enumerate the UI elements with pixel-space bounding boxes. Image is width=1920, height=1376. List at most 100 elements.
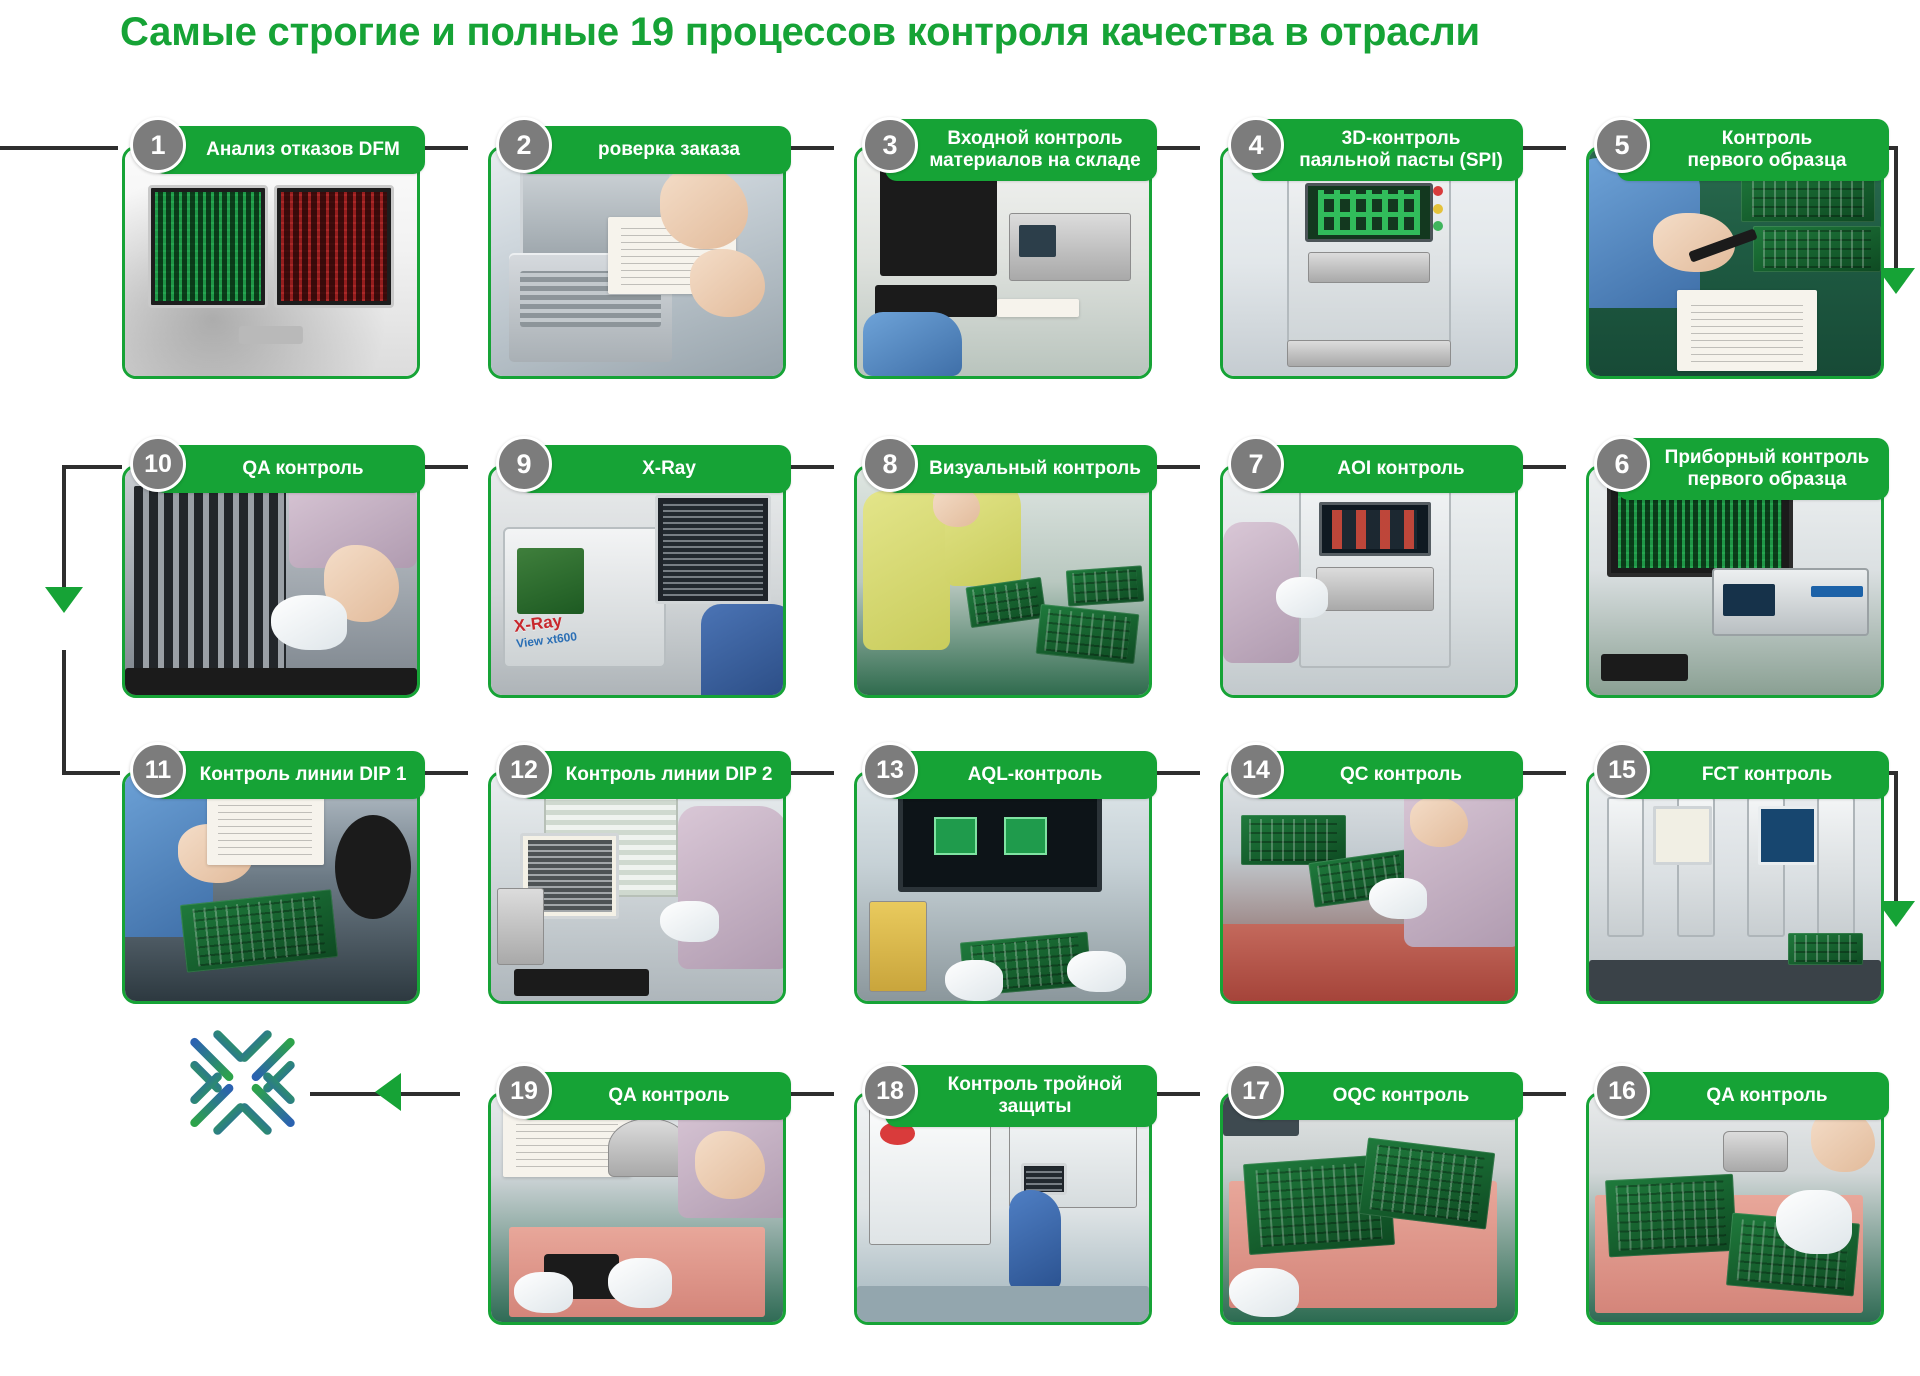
step-card-11[interactable]: 11 Контроль линии DIP 1 [122, 742, 425, 1004]
connector-3-4 [1156, 146, 1200, 150]
connector-10-wrap-v [62, 465, 66, 591]
step-label-line: Приборный контроль [1664, 447, 1870, 468]
step-label-line: Визуальный контроль [929, 458, 1141, 479]
step-card-7[interactable]: 7 AOI контроль [1220, 436, 1523, 698]
step-card-15[interactable]: 15 FCT контроль [1586, 742, 1889, 1004]
connector-17-18 [1156, 1092, 1200, 1096]
connector-7-8 [1156, 465, 1200, 469]
step-label-2: роверка заказа [519, 126, 791, 174]
step-card-13[interactable]: 13 AQL-контроль [854, 742, 1157, 1004]
step-label-line: Контроль тройной [947, 1074, 1123, 1095]
step-label-line: Входной контроль [947, 128, 1123, 149]
step-number-12: 12 [496, 742, 552, 798]
step-number-18: 18 [862, 1063, 918, 1119]
step-photo-6 [1589, 468, 1881, 695]
step-number-19: 19 [496, 1063, 552, 1119]
step-label-line: FCT контроль [1701, 764, 1833, 785]
step-card-3[interactable]: 3 Входной контроль материалов на складе [854, 117, 1157, 379]
step-card-12[interactable]: 12 Контроль линии DIP 2 [488, 742, 791, 1004]
step-card-8[interactable]: 8 Визуальный контроль [854, 436, 1157, 698]
connector-8-9 [790, 465, 834, 469]
step-photo-15 [1589, 774, 1881, 1001]
step-photo-2 [491, 149, 783, 376]
step-label-17: OQC контроль [1251, 1072, 1523, 1120]
step-photo-17 [1223, 1095, 1515, 1322]
connector-12-13 [790, 771, 834, 775]
step-card-5[interactable]: 5 Контроль первого образца [1586, 117, 1889, 379]
step-card-2[interactable]: 2 роверка заказа [488, 117, 791, 379]
connector-5-wrap-v [1894, 146, 1898, 272]
step-number-11: 11 [130, 742, 186, 798]
step-card-6[interactable]: 6 Приборный контроль первого образца [1586, 436, 1889, 698]
step-number-8: 8 [862, 436, 918, 492]
step-card-17[interactable]: 17 OQC контроль [1220, 1063, 1523, 1325]
step-card-10[interactable]: 10 QA контроль [122, 436, 425, 698]
step-card-4[interactable]: 4 3D-контроль паяльной пасты (SPI) [1220, 117, 1523, 379]
arrow-down-left-row2 [45, 587, 83, 613]
step-number-4: 4 [1228, 117, 1284, 173]
step-photo-4 [1223, 149, 1515, 376]
step-card-18[interactable]: 18 Контроль тройной защиты [854, 1063, 1157, 1325]
arrow-left-to-logo [375, 1073, 401, 1111]
step-card-19[interactable]: 19 QA контроль [488, 1063, 791, 1325]
step-label-line: Контроль линии DIP 1 [199, 764, 407, 785]
connector-16-17 [1522, 1092, 1566, 1096]
step-number-9: 9 [496, 436, 552, 492]
step-number-3: 3 [862, 117, 918, 173]
step-label-19: QA контроль [519, 1072, 791, 1120]
step-number-6: 6 [1594, 436, 1650, 492]
step-label-line: роверка заказа [598, 139, 740, 160]
step-label-7: AOI контроль [1251, 445, 1523, 493]
connector-11-12 [424, 771, 468, 775]
connector-1-2 [424, 146, 468, 150]
connector-row3-entry-h [62, 771, 120, 775]
step-number-13: 13 [862, 742, 918, 798]
step-label-12: Контроль линии DIP 2 [519, 751, 791, 799]
step-label-14: QC контроль [1251, 751, 1523, 799]
step-label-line: AOI контроль [1337, 458, 1465, 479]
step-label-line: материалов на складе [929, 150, 1141, 171]
step-number-10: 10 [130, 436, 186, 492]
step-label-line: QC контроль [1340, 764, 1462, 785]
step-card-1[interactable]: 1 Анализ отказов DFM [122, 117, 425, 379]
step-photo-5 [1589, 149, 1881, 376]
step-label-10: QA контроль [153, 445, 425, 493]
step-photo-8 [857, 468, 1149, 695]
step-number-15: 15 [1594, 742, 1650, 798]
step-label-line: X-Ray [642, 458, 696, 479]
step-label-line: AQL-контроль [967, 764, 1103, 785]
page-title: Самые строгие и полные 19 процессов конт… [120, 10, 1480, 54]
step-photo-11 [125, 774, 417, 1001]
step-number-5: 5 [1594, 117, 1650, 173]
step-photo-7 [1223, 468, 1515, 695]
step-label-line: первого образца [1687, 150, 1847, 171]
step-photo-1 [125, 149, 417, 376]
step-label-line: защиты [998, 1096, 1072, 1117]
connector-15-wrap-v [1894, 771, 1898, 905]
step-label-8: Визуальный контроль [885, 445, 1157, 493]
step-label-4: 3D-контроль паяльной пасты (SPI) [1251, 119, 1523, 181]
connector-9-10 [424, 465, 468, 469]
step-label-line: Анализ отказов DFM [206, 139, 400, 160]
step-photo-3 [857, 149, 1149, 376]
step-photo-16 [1589, 1095, 1881, 1322]
connector-entry [0, 146, 118, 150]
step-label-5: Контроль первого образца [1617, 119, 1889, 181]
step-card-14[interactable]: 14 QC контроль [1220, 742, 1523, 1004]
step-label-1: Анализ отказов DFM [153, 126, 425, 174]
step-label-line: QA контроль [242, 458, 364, 479]
connector-4-5 [1522, 146, 1566, 150]
step-photo-18 [857, 1095, 1149, 1322]
step-label-line: первого образца [1687, 469, 1847, 490]
step-label-15: FCT контроль [1617, 751, 1889, 799]
step-number-2: 2 [496, 117, 552, 173]
step-number-14: 14 [1228, 742, 1284, 798]
step-label-line: QA контроль [1706, 1085, 1828, 1106]
step-card-16[interactable]: 16 QA контроль [1586, 1063, 1889, 1325]
step-card-9[interactable]: X-Ray View xt600 9 X-Ray [488, 436, 791, 698]
step-photo-19 [491, 1095, 783, 1322]
step-photo-9: X-Ray View xt600 [491, 468, 783, 695]
step-label-line: OQC контроль [1332, 1085, 1470, 1106]
connector-10-wrap-h [62, 465, 122, 469]
